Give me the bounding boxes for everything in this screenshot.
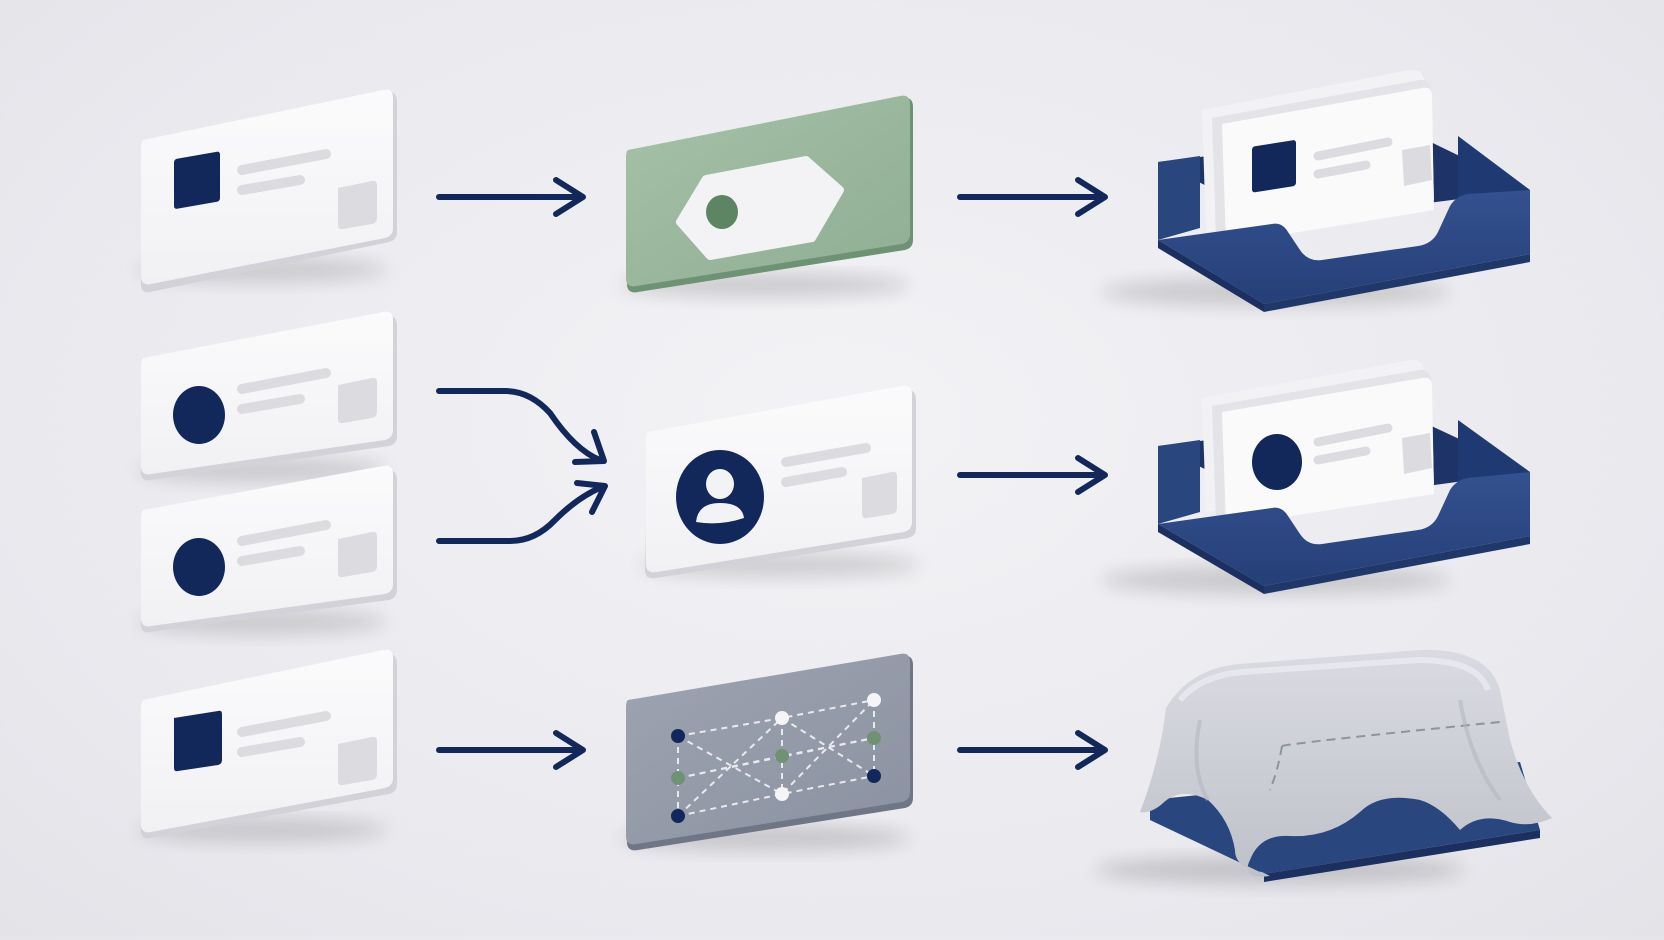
- row-3: [137, 649, 1552, 884]
- card-tray-row-2: [1100, 359, 1530, 594]
- cloth-cover-icon: [1140, 649, 1552, 877]
- covered-tray: [1095, 649, 1552, 884]
- merge-arrows: [436, 388, 608, 544]
- network-graph-icon: [671, 693, 881, 823]
- input-card-row-2-a: [137, 311, 397, 482]
- circle-icon: [173, 538, 225, 596]
- arrow-row-3-input: [436, 730, 586, 770]
- tag-hole: [706, 195, 738, 229]
- network-process-card: [620, 653, 913, 851]
- tag-icon: [676, 156, 844, 260]
- tag-process-card: [620, 95, 913, 297]
- input-card-row-1: [137, 89, 397, 293]
- circle-icon: [1252, 434, 1302, 490]
- profile-process-card: [640, 385, 920, 579]
- input-card-row-2-b: [137, 465, 397, 634]
- user-avatar-icon: [676, 450, 764, 544]
- card-tray-row-1: [1100, 69, 1530, 312]
- row-2: [137, 311, 1530, 634]
- row-1: [137, 69, 1530, 312]
- arrow-row-2-output: [957, 455, 1108, 495]
- square-icon: [174, 710, 222, 772]
- arrow-row-1-output: [957, 177, 1108, 217]
- arrow-row-3-output: [957, 730, 1108, 770]
- input-card-row-3: [137, 649, 397, 842]
- square-icon: [174, 151, 220, 209]
- arrow-row-1-input: [436, 177, 586, 217]
- square-icon: [1252, 140, 1296, 193]
- circle-icon: [173, 386, 225, 444]
